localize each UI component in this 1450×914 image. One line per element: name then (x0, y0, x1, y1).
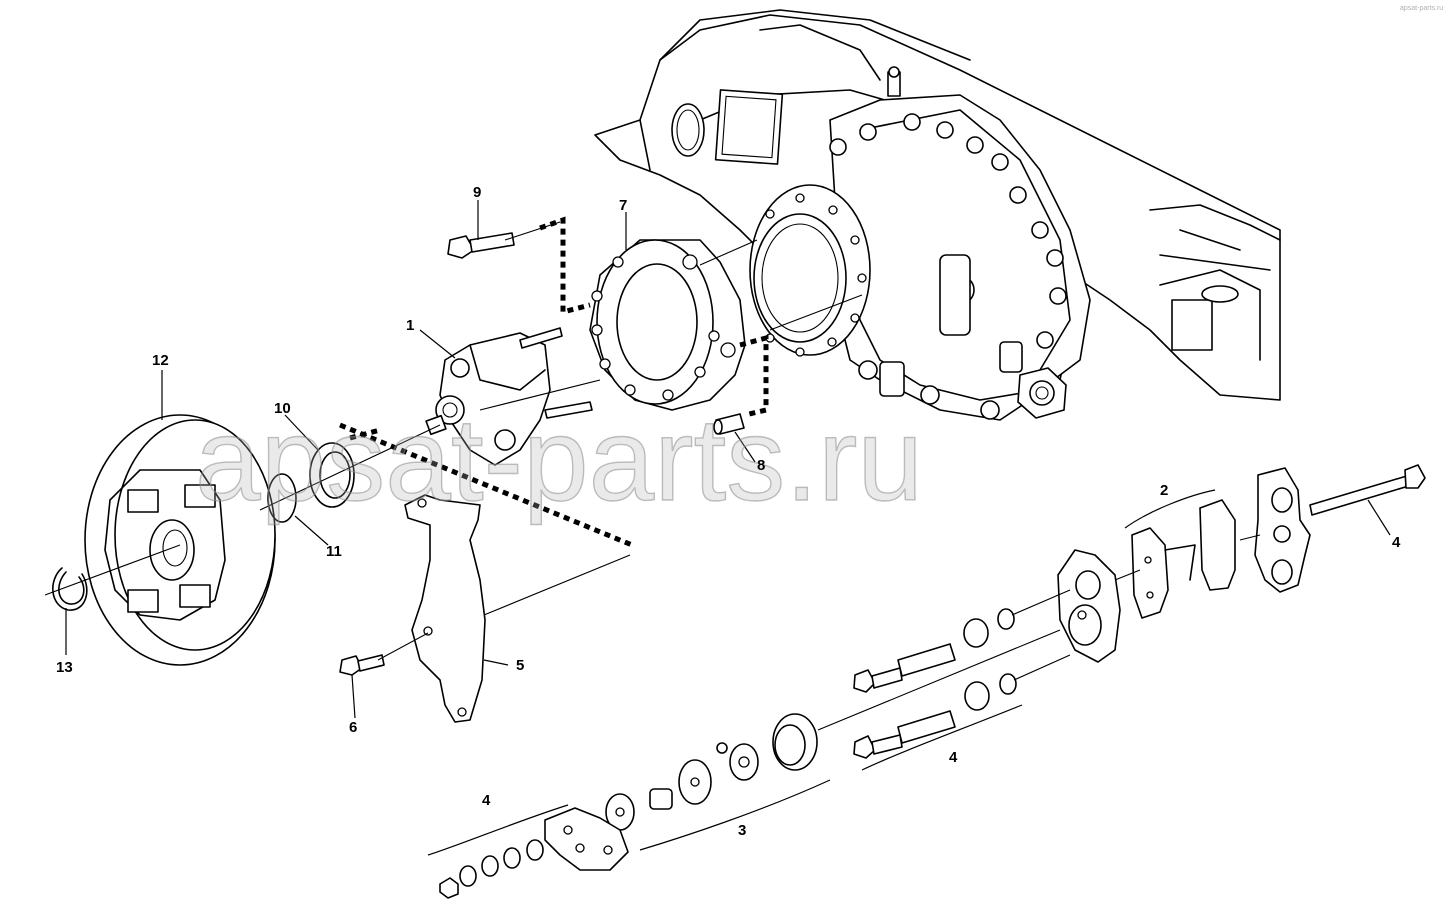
callout-4-right: 4 (1392, 534, 1401, 551)
part-4-guide-pins (853, 608, 1017, 759)
axle-housing (594, 9, 1281, 421)
callout-11: 11 (326, 543, 342, 560)
part-2-brake-pads (1131, 499, 1236, 619)
assembly-lines (44, 221, 1261, 731)
part-4-caliper-half (1254, 464, 1426, 593)
cover-bolts (829, 113, 1067, 420)
part-3-piston-kit (605, 713, 818, 831)
callout-5: 5 (516, 657, 524, 674)
part-8-dowel-pin (713, 413, 745, 435)
hub-flange-holes (765, 193, 867, 357)
part-9-bolt (447, 232, 515, 259)
callout-10: 10 (274, 400, 291, 417)
leader-lines (65, 200, 1391, 719)
callout-1: 1 (406, 317, 414, 334)
callout-12: 12 (152, 352, 169, 369)
part-10-seal (309, 442, 355, 508)
part-4-plate-and-washers (439, 807, 629, 899)
watermark-text: apsat-parts.ru (195, 394, 923, 526)
dashed-alignment-lines (339, 216, 769, 548)
callout-4-middle: 4 (949, 749, 958, 766)
callout-8: 8 (757, 457, 765, 474)
callout-9: 9 (473, 184, 481, 201)
adapter-flange-holes (591, 254, 736, 401)
part-13-snap-ring (52, 567, 88, 611)
corner-watermark: apsat-parts.ru (1400, 5, 1443, 12)
callout-3: 3 (738, 822, 746, 839)
part-1-caliper-bracket (425, 327, 593, 466)
part-12-brake-disc (84, 414, 276, 666)
callout-6: 6 (349, 719, 357, 736)
callout-2: 2 (1160, 482, 1168, 499)
part-6-bolt (339, 654, 385, 676)
callouts: 1 2 3 4 4 4 5 6 7 8 9 10 11 12 13 (56, 184, 1401, 839)
callout-13: 13 (56, 659, 73, 676)
callout-7: 7 (619, 197, 627, 214)
part-5-bracket-plate (404, 494, 486, 723)
callout-4-bottom-left: 4 (482, 792, 491, 809)
part-11-o-ring (267, 473, 297, 523)
kit-brackets (427, 489, 1216, 856)
part-7-adapter-flange (589, 239, 746, 411)
part-4-piston-housing (1057, 549, 1121, 663)
